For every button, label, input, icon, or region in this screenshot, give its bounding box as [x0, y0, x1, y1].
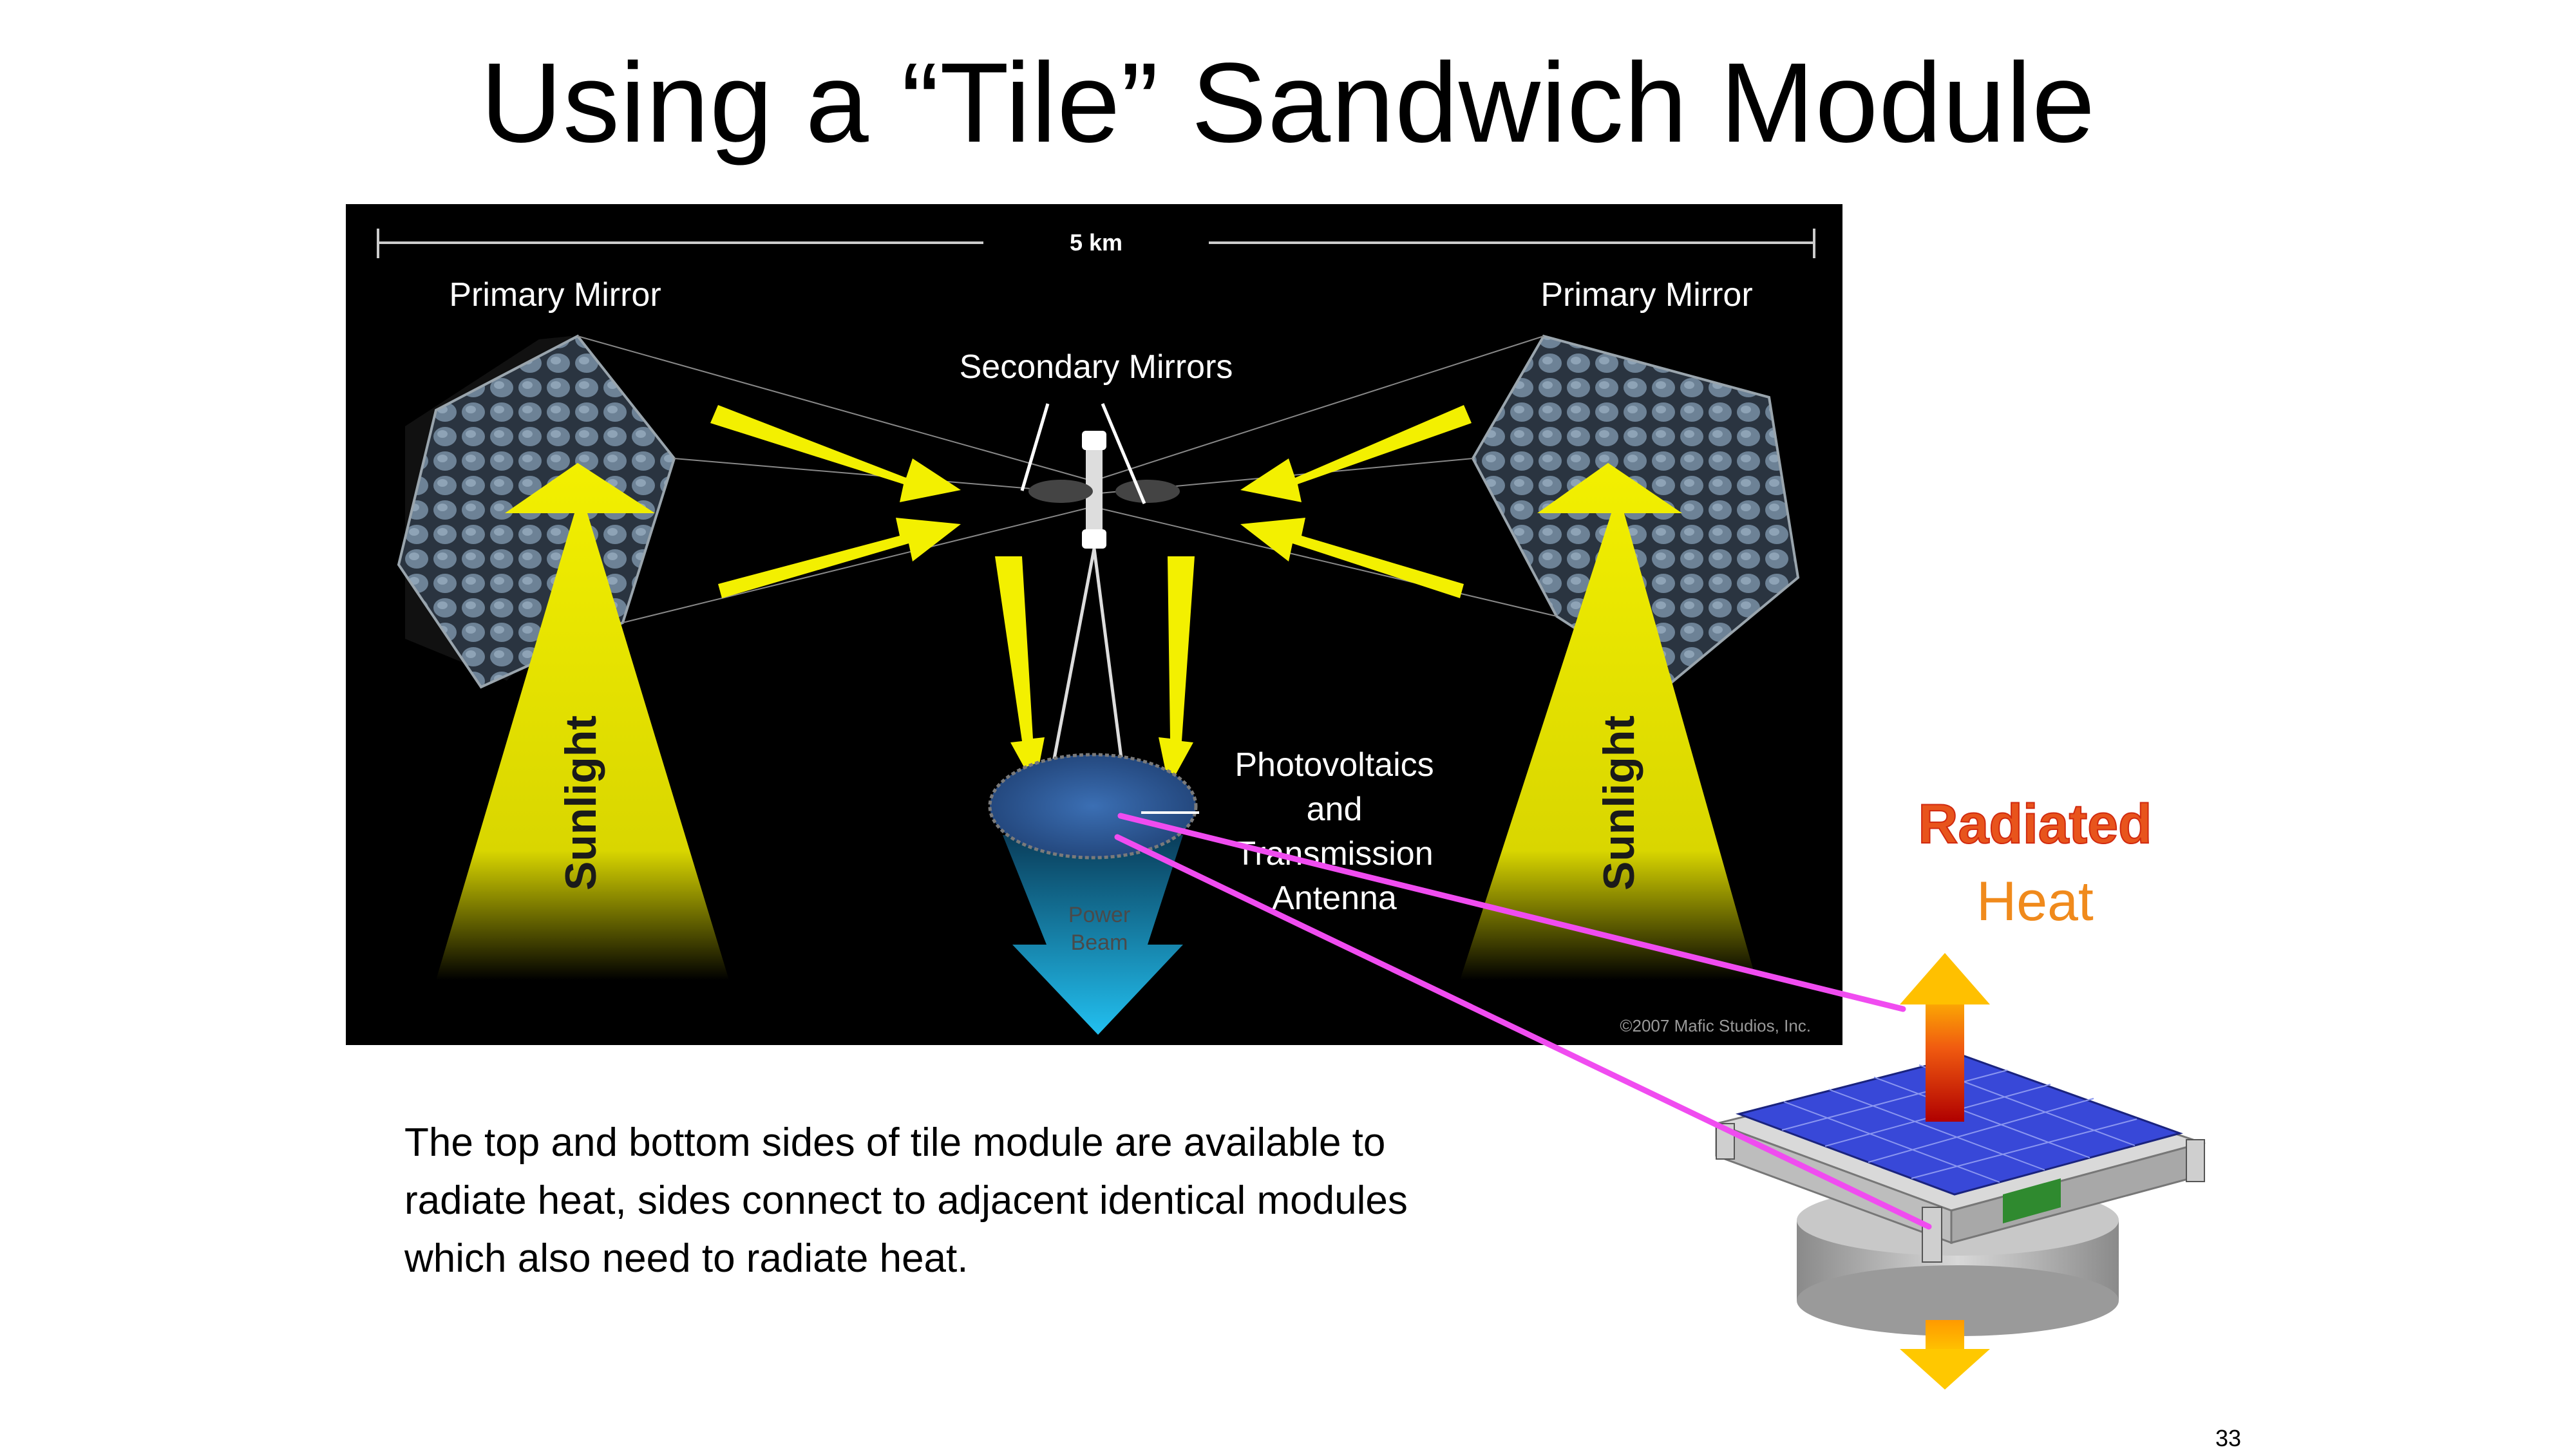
slide-title: Using a “Tile” Sandwich Module [480, 40, 2096, 166]
module-cylinder-body [1797, 1220, 2119, 1301]
arrow-lower-right [1240, 518, 1464, 598]
radiated-heat-line2: Heat [1976, 871, 2094, 932]
module-post-right [2186, 1139, 2205, 1182]
primary-mirror-left-label: Primary Mirror [449, 276, 661, 314]
secondary-mirrors-label: Secondary Mirrors [960, 348, 1233, 386]
arrow-lower-left [718, 518, 961, 598]
arrow-down-left [995, 556, 1045, 787]
module-post-left [1716, 1123, 1735, 1160]
module-cylinder-top [1797, 1185, 2119, 1256]
primary-mirror-right-label: Primary Mirror [1540, 276, 1752, 314]
radiated-heat-line1: Radiated [1917, 793, 2152, 856]
scale-label: 5 km [1070, 229, 1122, 256]
body-text: The top and bottom sides of tile module … [404, 1120, 1408, 1281]
heat-arrow-down-head [1900, 1349, 1990, 1390]
scale-bar: 5 km [377, 229, 1815, 258]
pv-label-line1: Photovoltaics [1235, 746, 1434, 784]
arrow-down-right [1159, 556, 1195, 787]
arrow-upper-left [710, 405, 961, 502]
module-circuit-board [2003, 1178, 2061, 1223]
power-beam-line1: Power [1068, 903, 1130, 927]
module-cylinder-base [1797, 1265, 2119, 1336]
copyright-label: ©2007 Mafic Studios, Inc. [1620, 1016, 1811, 1035]
module-frame-left [1715, 1122, 1953, 1245]
reflected-light-arrows [710, 405, 1472, 787]
pv-label-line3: Transmission [1235, 835, 1433, 872]
secondary-pointer-left [1020, 403, 1050, 491]
heat-arrow-up-shaft [1926, 988, 1964, 1122]
sunlight-arrow-left [436, 463, 729, 980]
heat-arrow-up-head [1900, 953, 1990, 1004]
pv-label-line4: Antenna [1272, 880, 1397, 917]
module-frame-right [1950, 1142, 2204, 1244]
page-number: 33 [2215, 1425, 2242, 1451]
figure-canvas: 5 km Primary Mirror Primary Mirror Secon… [346, 204, 1842, 1045]
module-frame-top [1712, 1061, 2206, 1212]
solar-panel [1736, 1055, 2183, 1196]
sunlight-label-left: Sunlight [556, 715, 605, 891]
heat-arrow-down-shaft [1926, 1320, 1964, 1355]
radiated-heat-label: Radiated Heat [1868, 786, 2202, 940]
tower-concept-figure: 5 km Primary Mirror Primary Mirror Secon… [346, 204, 1842, 1045]
arrow-upper-right [1240, 405, 1472, 502]
power-beam-line2: Beam [1071, 930, 1128, 955]
module-post-front [1922, 1207, 1942, 1263]
pv-label-line2: and [1307, 791, 1363, 828]
pv-antenna-disc [988, 753, 1198, 860]
secondary-pointer-right [1101, 403, 1146, 504]
solar-panel-grid [1781, 1064, 2137, 1183]
sunlight-label-right: Sunlight [1595, 715, 1643, 891]
